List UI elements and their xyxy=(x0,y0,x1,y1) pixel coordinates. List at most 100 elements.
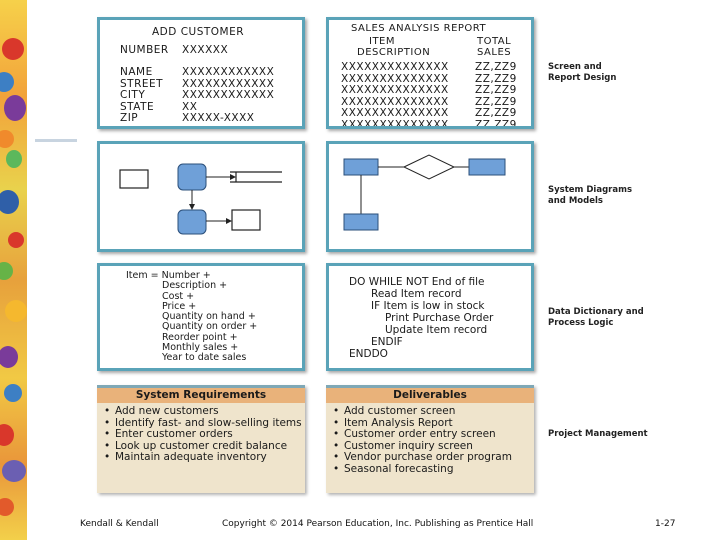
total-sales: ZZ,ZZ9 xyxy=(475,118,517,129)
decor-dot xyxy=(0,72,14,92)
flow-step-box xyxy=(343,213,379,231)
decor-dot xyxy=(4,95,26,121)
field-value: XXXXXXXXXXXX xyxy=(182,66,275,78)
field-value: XX xyxy=(182,100,198,113)
pseudocode-line: ENDIF xyxy=(371,336,403,348)
process-box xyxy=(177,209,207,235)
pseudocode-line: Read Item record xyxy=(371,288,462,300)
dictionary-entry: Monthly sales + xyxy=(162,342,239,354)
report-row: XXXXXXXXXXXXXX ZZ,ZZ9 xyxy=(341,61,517,74)
column-header-item: ITEM xyxy=(369,36,396,47)
column-header-total: TOTAL xyxy=(477,36,512,47)
sales-analysis-report-panel: SALES ANALYSIS REPORT ITEM TOTAL DESCRIP… xyxy=(326,17,534,129)
decor-dot xyxy=(0,498,14,516)
total-sales: ZZ,ZZ9 xyxy=(475,84,517,96)
field-label: CITY xyxy=(120,89,146,101)
decorative-line xyxy=(35,139,77,142)
report-row: XXXXXXXXXXXXXX ZZ,ZZ9 xyxy=(341,118,517,129)
total-sales: ZZ,ZZ9 xyxy=(475,61,517,73)
total-sales: ZZ,ZZ9 xyxy=(475,72,517,85)
flowchart-diagram xyxy=(343,154,506,231)
dictionary-entry: Quantity on order + xyxy=(162,321,258,333)
deliverable-item: Seasonal forecasting xyxy=(330,463,534,476)
deliverables-header: Deliverables xyxy=(326,388,534,403)
pseudocode: DO WHILE NOT End of file Read Item recor… xyxy=(349,276,493,360)
decor-dot xyxy=(5,300,27,322)
field-row: STREET XXXXXXXXXXXX xyxy=(120,77,275,91)
decision-diamond xyxy=(402,154,456,180)
dictionary-entry: Price + xyxy=(162,300,197,312)
field-row: CITY XXXXXXXXXXXX xyxy=(120,89,275,102)
decor-dot xyxy=(0,262,13,280)
footer-copyright: Copyright © 2014 Pearson Education, Inc.… xyxy=(222,519,534,529)
number-value: XXXXXX xyxy=(182,44,229,56)
field-label: NAME xyxy=(120,66,153,78)
requirement-item: Look up customer credit balance xyxy=(101,440,305,453)
total-sales: ZZ,ZZ9 xyxy=(475,107,517,119)
item-description: XXXXXXXXXXXXXX xyxy=(341,72,449,85)
requirements-list: Add new customers Identify fast- and slo… xyxy=(97,405,305,464)
decor-dot xyxy=(8,232,24,248)
customer-fields: NAME XXXXXXXXXXXX STREET XXXXXXXXXXXX CITY… xyxy=(120,66,275,125)
data-flow-diagram-panel xyxy=(97,141,305,252)
decor-dot xyxy=(4,384,22,402)
pseudocode-line: Print Purchase Order xyxy=(385,312,494,324)
flow-step-box xyxy=(343,158,379,176)
external-entity-box xyxy=(231,209,261,231)
pseudocode-line: IF Item is low in stock xyxy=(371,300,485,312)
data-dictionary-entries: Item = Number + Description + Cost + Pri… xyxy=(126,270,258,364)
field-label: ZIP xyxy=(120,112,139,124)
dictionary-entry: Quantity on hand + xyxy=(162,311,256,323)
decor-dot xyxy=(2,38,24,60)
number-label: NUMBER xyxy=(120,44,169,56)
system-requirements-header: System Requirements xyxy=(97,388,305,403)
process-box xyxy=(177,163,207,191)
flowchart-panel xyxy=(326,141,534,252)
item-description: XXXXXXXXXXXXXX xyxy=(341,107,449,119)
label-project-management: Project Management xyxy=(548,429,648,439)
item-description: XXXXXXXXXXXXXX xyxy=(341,118,449,129)
decor-dot xyxy=(0,346,18,368)
report-row: XXXXXXXXXXXXXX ZZ,ZZ9 xyxy=(341,107,517,120)
column-header-description: DESCRIPTION xyxy=(357,47,431,58)
decor-dot xyxy=(2,460,26,482)
process-logic-panel: DO WHILE NOT End of file Read Item recor… xyxy=(326,263,534,371)
field-value: XXXXXXXXXXXX xyxy=(182,89,275,101)
data-dictionary-panel: Item = Number + Description + Cost + Pri… xyxy=(97,263,305,371)
label-data-dictionary: Data Dictionary and Process Logic xyxy=(548,307,644,328)
label-system-diagrams: System Diagrams and Models xyxy=(548,185,632,206)
field-row: ZIP XXXXX-XXXX xyxy=(120,112,274,125)
arrowhead xyxy=(189,204,195,210)
external-entity-box xyxy=(119,169,149,189)
report-row: XXXXXXXXXXXXXX ZZ,ZZ9 xyxy=(341,72,517,86)
field-label: STREET xyxy=(120,77,164,90)
field-label: STATE xyxy=(120,100,155,113)
footer-page-number: 1-27 xyxy=(655,519,676,529)
report-row: XXXXXXXXXXXXXX ZZ,ZZ9 xyxy=(341,95,517,109)
field-row: STATE XX xyxy=(120,100,274,114)
field-value: XXXXXXXXXXXX xyxy=(182,77,275,90)
sales-report-title: SALES ANALYSIS REPORT xyxy=(351,23,487,34)
system-requirements-panel: System Requirements Add new customers Id… xyxy=(97,385,305,493)
arrowhead xyxy=(226,218,232,224)
data-flow-diagram xyxy=(119,163,282,235)
item-description: XXXXXXXXXXXXXX xyxy=(341,61,449,73)
footer-author: Kendall & Kendall xyxy=(80,519,159,529)
item-description: XXXXXXXXXXXXXX xyxy=(341,95,449,108)
dictionary-entry: Year to date sales xyxy=(162,352,247,364)
requirement-item: Add new customers xyxy=(101,405,305,418)
decor-dot xyxy=(0,190,19,214)
deliverable-item: Vendor purchase order program xyxy=(330,451,534,464)
report-row: XXXXXXXXXXXXXX ZZ,ZZ9 xyxy=(341,84,517,97)
dictionary-entry: Description + xyxy=(162,280,228,292)
deliverables-panel: Deliverables Add customer screen Item An… xyxy=(326,385,534,493)
deliverable-item: Customer inquiry screen xyxy=(330,440,534,453)
column-header-sales: SALES xyxy=(477,47,512,58)
dictionary-entry: Reorder point + xyxy=(162,331,238,343)
decor-dot xyxy=(0,130,14,148)
item-description: XXXXXXXXXXXXXX xyxy=(341,84,449,96)
total-sales: ZZ,ZZ9 xyxy=(475,95,517,108)
dictionary-entry: Cost + xyxy=(162,290,195,302)
field-value: XXXXX-XXXX xyxy=(182,112,255,124)
